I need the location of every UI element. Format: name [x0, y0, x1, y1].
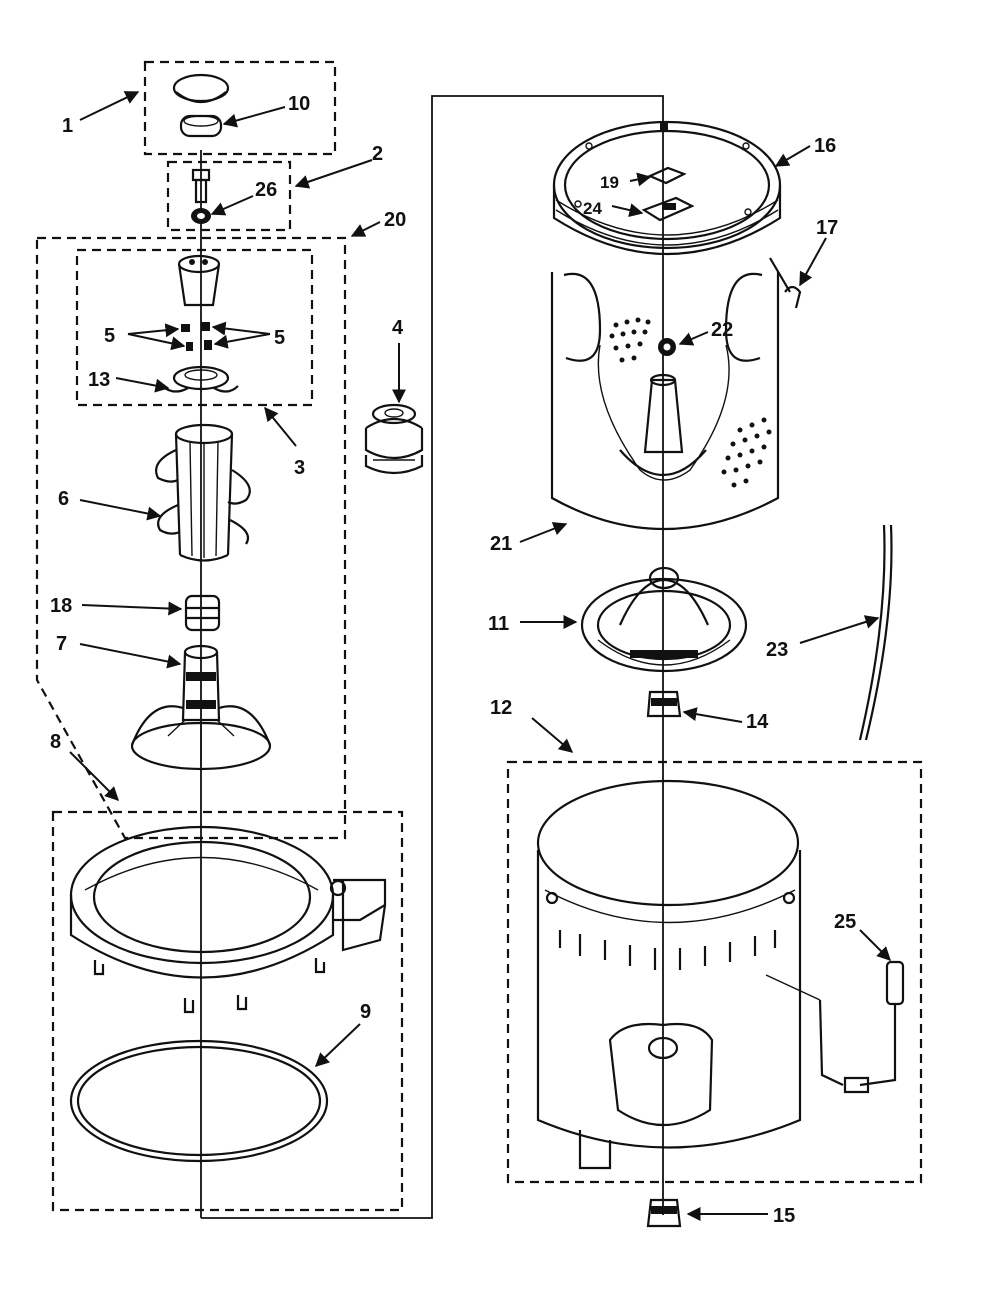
callout-15: 15: [773, 1205, 795, 1227]
leader-lines: [69, 91, 891, 1221]
part-cap: [172, 73, 230, 104]
leader-7: [79, 643, 182, 669]
part-clip-19: [647, 166, 687, 185]
part-brake-11: [580, 566, 748, 673]
callout-7: 7: [56, 633, 67, 655]
leader-25: [859, 929, 891, 961]
leader-12: [531, 717, 574, 753]
leader-16: [774, 145, 811, 167]
part-dogs-5: [181, 322, 212, 351]
leader-1: [79, 91, 140, 121]
leader-18: [81, 601, 183, 616]
part-tub-ring-8: [69, 825, 387, 1014]
leader-14: [682, 707, 743, 723]
callout-22: 22: [711, 319, 733, 341]
leader-17: [799, 237, 827, 287]
part-washer-26: [191, 208, 211, 224]
callout-16: 16: [814, 135, 836, 157]
part-clip-17: [769, 257, 802, 309]
leader-10: [222, 106, 286, 128]
callout-5-left: 5: [104, 325, 115, 347]
part-seal-9: [69, 1039, 329, 1163]
leader-19: [629, 172, 652, 187]
callout-8: 8: [50, 731, 61, 753]
part-nut-14: [646, 690, 682, 718]
leader-22: [678, 331, 709, 346]
part-hose-23: [858, 524, 893, 741]
leader-20: [350, 221, 381, 237]
leader-9: [314, 1023, 361, 1067]
callout-12: 12: [490, 697, 512, 719]
left-assembly: [35, 60, 664, 1219]
leader-5c: [211, 321, 271, 336]
leader-13: [115, 377, 170, 393]
part-nut-22: [658, 338, 676, 356]
callout-10: 10: [288, 93, 310, 115]
part-bearing-4: [364, 403, 424, 475]
part-bolt-2: [191, 168, 211, 204]
right-assembly: [506, 120, 923, 1228]
leader-26: [210, 195, 254, 216]
callout-23: 23: [766, 639, 788, 661]
callout-5-right: 5: [274, 327, 285, 349]
leader-24: [611, 203, 644, 217]
part-cam-3: [177, 254, 221, 307]
callout-14: 14: [746, 711, 769, 733]
leader-3: [264, 406, 297, 447]
leader-5b: [127, 333, 186, 351]
part-coupling-18: [184, 594, 221, 632]
part-basket-21: [550, 272, 780, 531]
callout-13: 13: [88, 369, 110, 391]
part-ring-10: [179, 114, 223, 138]
callout-18: 18: [50, 595, 72, 617]
part-barrel-6: [155, 423, 251, 562]
part-agitator-base-7: [130, 644, 272, 771]
callout-19: 19: [600, 173, 619, 192]
leader-21: [519, 522, 568, 543]
callout-2: 2: [372, 143, 383, 165]
callout-20: 20: [384, 209, 406, 231]
group-box-1: [143, 60, 337, 156]
part-ring-13: [161, 365, 239, 393]
leader-6: [79, 499, 162, 521]
group-box-20: [35, 236, 347, 840]
group-box-2: [166, 160, 292, 232]
part-bracket-24: [641, 196, 695, 222]
leader-23: [799, 615, 880, 644]
part-nut-15: [646, 1198, 682, 1228]
connector-line: [201, 95, 664, 1219]
callout-labels: 1 2 3 4 5 5 6 7 8 9 10 11 12 13 14 15 16…: [50, 93, 856, 1227]
leader-5d: [213, 333, 271, 349]
callout-17: 17: [816, 217, 838, 239]
callout-21: 21: [490, 533, 512, 555]
callout-3: 3: [294, 457, 305, 479]
callout-9: 9: [360, 1001, 371, 1023]
callout-26: 26: [255, 179, 277, 201]
leader-8: [69, 751, 119, 801]
part-hose-25: [843, 960, 905, 1094]
callout-25: 25: [834, 911, 856, 933]
callout-4: 4: [392, 317, 404, 339]
callout-1: 1: [62, 115, 73, 137]
group-box-12: [506, 760, 923, 1184]
part-outer-tub-12: [536, 779, 844, 1170]
leader-2: [294, 159, 373, 189]
group-box-8: [51, 810, 404, 1212]
leader-5a: [127, 323, 180, 338]
callout-24: 24: [583, 199, 602, 218]
callout-6: 6: [58, 488, 69, 510]
callout-11: 11: [488, 613, 509, 635]
part-balance-ring-16: [552, 120, 782, 256]
